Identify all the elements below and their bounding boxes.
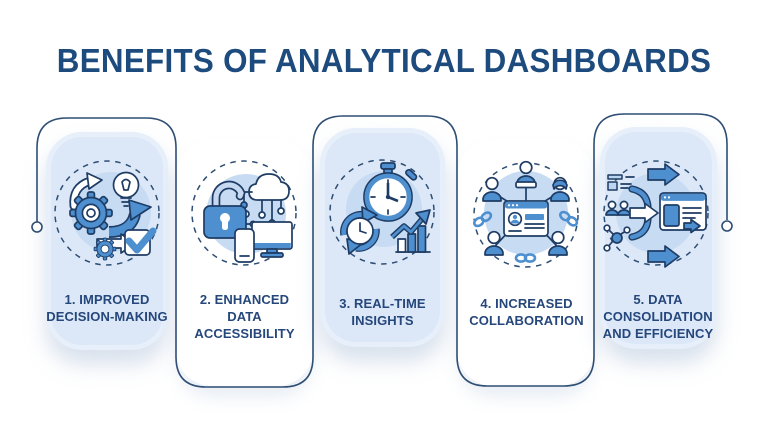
card-label-3: 3. REAL-TIME INSIGHTS (317, 296, 448, 330)
label-line: COLLABORATION (469, 312, 584, 328)
team-collaboration-icon (473, 160, 579, 268)
label-line: 4. INCREASED (480, 296, 573, 311)
lock-cloud-devices-icon (191, 160, 297, 266)
connector-endpoint-right (721, 220, 733, 232)
label-line: 1. IMPROVED (64, 292, 150, 307)
data-merge-arrows-icon (603, 160, 709, 268)
label-line: 3. REAL-TIME (339, 296, 426, 311)
gears-lightbulb-decision-icon (54, 160, 160, 266)
label-line: CONSOLIDATION (603, 308, 713, 324)
label-line: INSIGHTS (351, 312, 414, 328)
label-line: 2. ENHANCED (199, 292, 290, 307)
card-label-4: 4. INCREASED COLLABORATION (457, 296, 596, 330)
card-label-2: 2. ENHANCED DATA ACCESSIBILITY (176, 292, 313, 343)
card-label-1: 1. IMPROVED DECISION-MAKING (36, 292, 178, 326)
stopwatch-chart-icon (329, 159, 435, 265)
page-title: BENEFITS OF ANALYTICAL DASHBOARDS (56, 42, 712, 79)
label-line: AND EFFICIENCY (602, 325, 714, 341)
label-line: DECISION-MAKING (46, 308, 168, 324)
label-line: 5. DATA (633, 292, 683, 307)
connector-endpoint-left (31, 221, 43, 233)
card-label-5: 5. DATA CONSOLIDATION AND EFFICIENCY (597, 292, 719, 343)
label-line: ACCESSIBILITY (194, 325, 295, 341)
label-line: DATA (227, 308, 262, 324)
